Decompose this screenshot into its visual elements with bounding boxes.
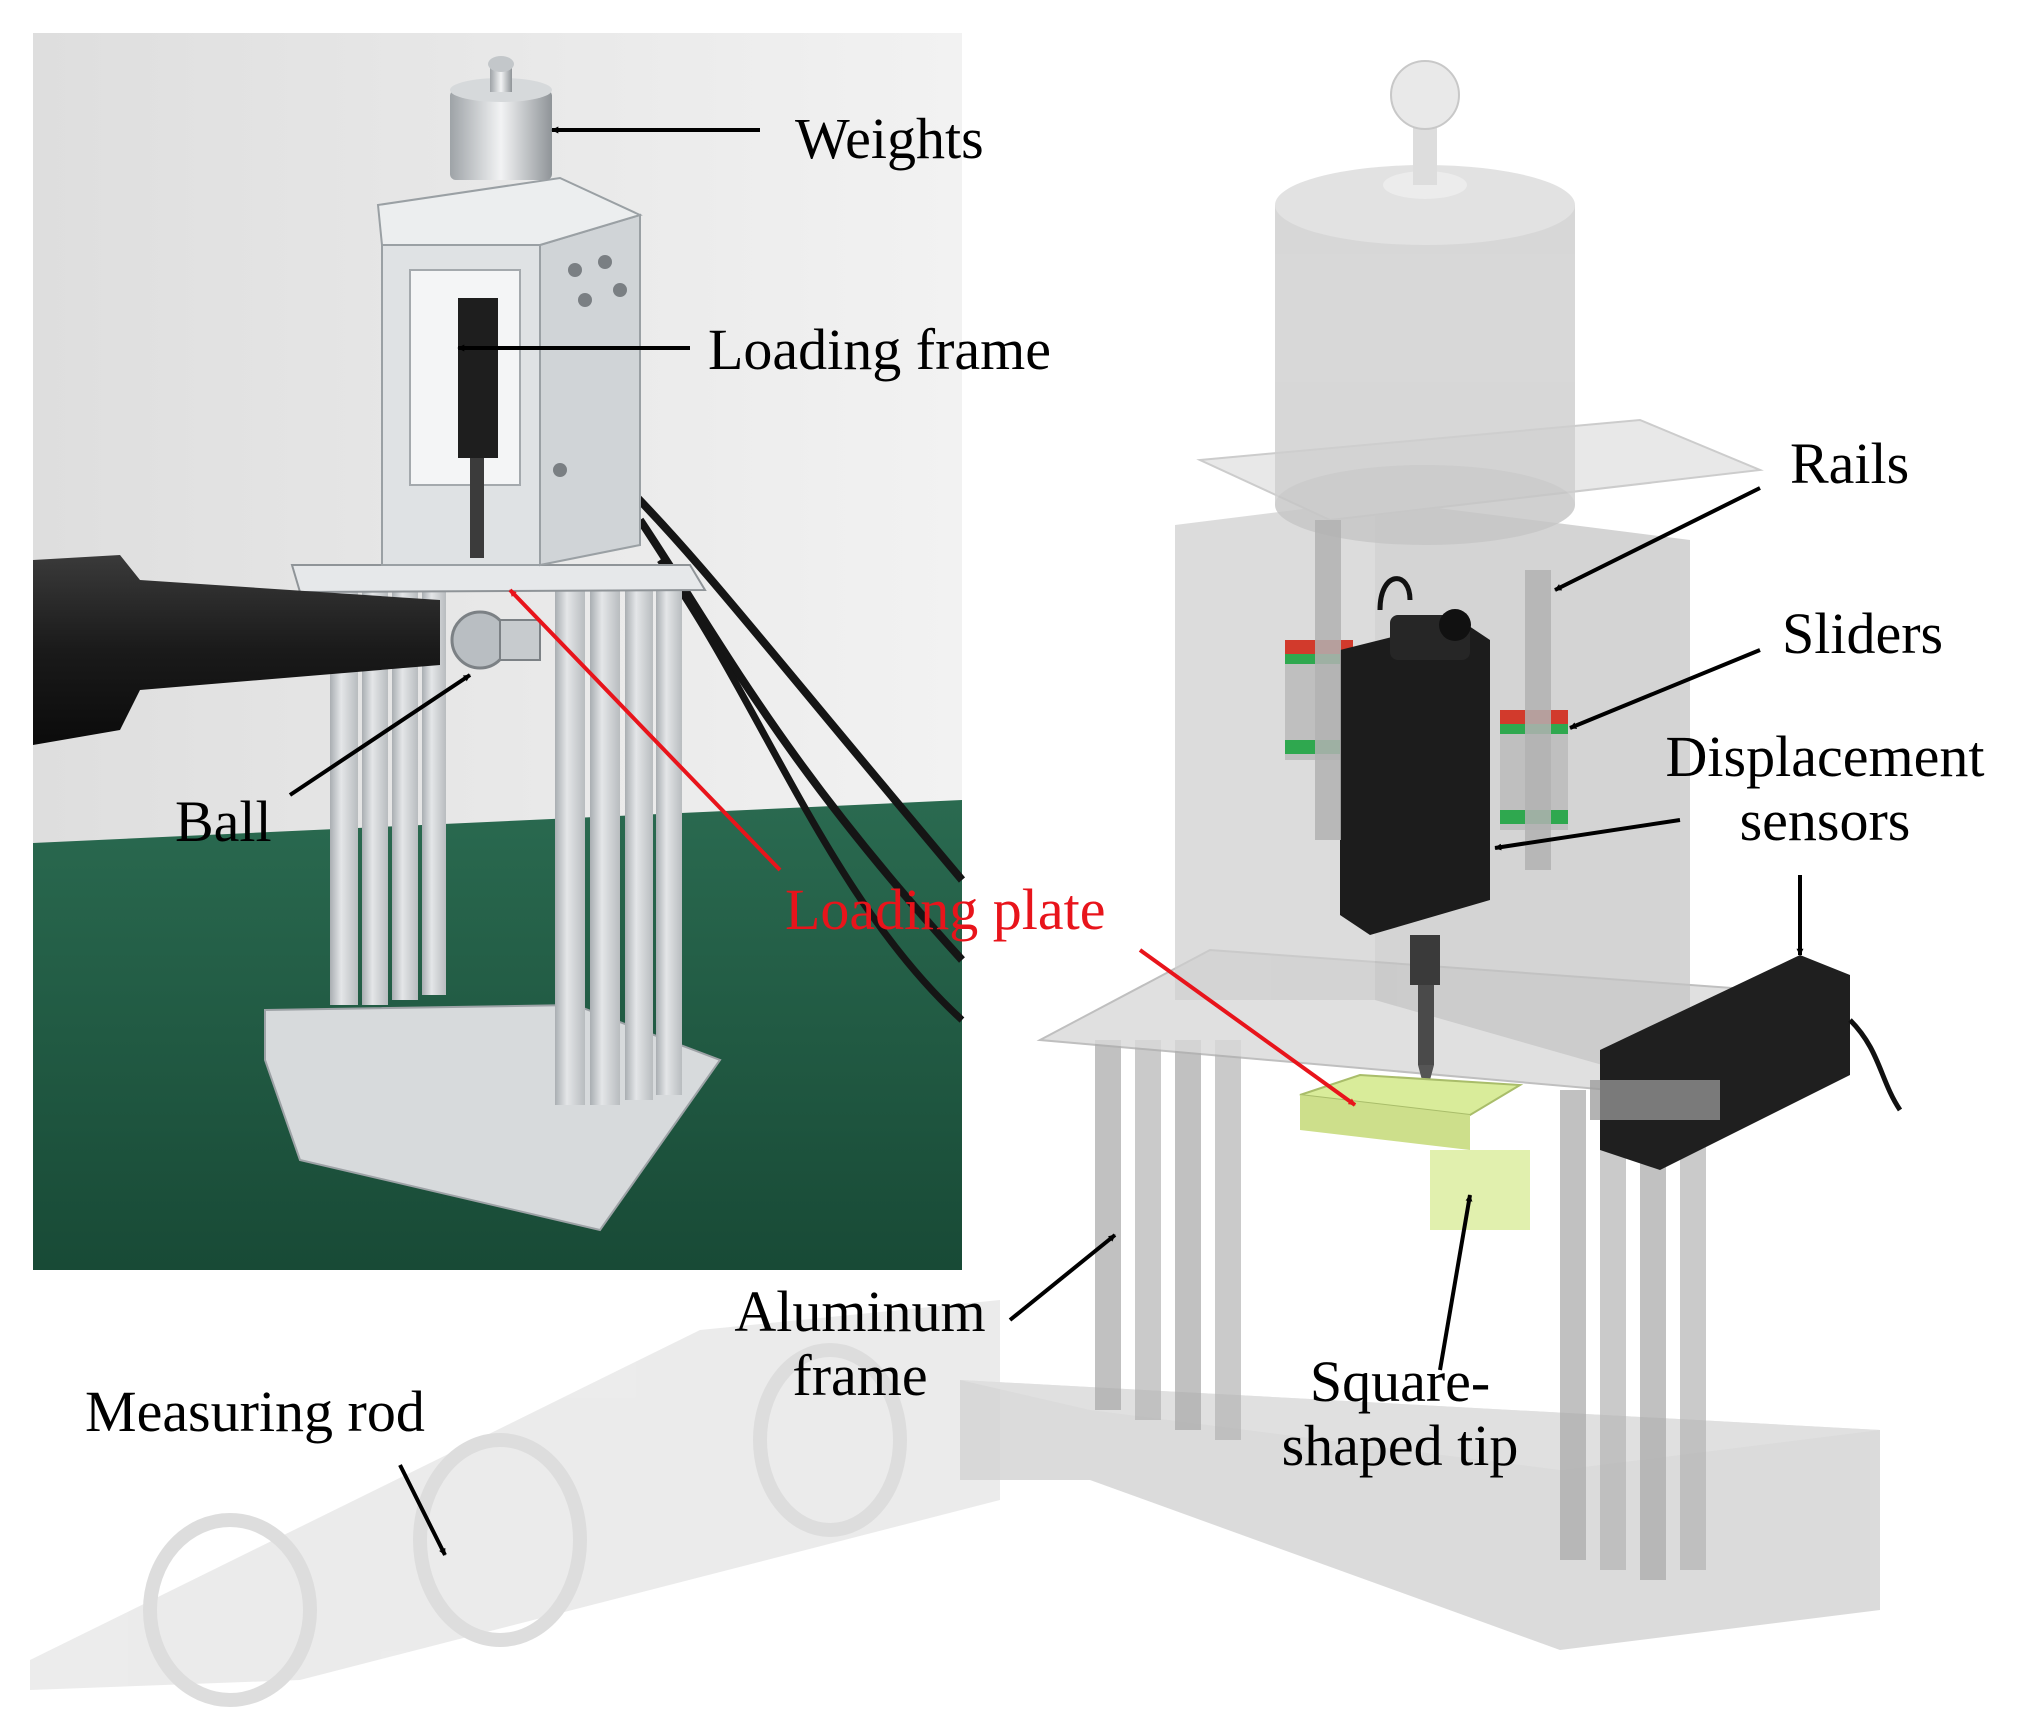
- label-rails: Rails: [1790, 431, 1910, 496]
- arrow-sliders: [1569, 648, 1761, 730]
- annotation-arrows: [288, 126, 1804, 1556]
- photo-displacement-sensor: [458, 298, 498, 458]
- label-square-shaped-tip-line1: Square-: [1309, 1349, 1491, 1414]
- label-displacement-sensors: Displacement sensors: [1640, 725, 2010, 853]
- photo-panel: [33, 33, 966, 1270]
- label-aluminum-frame-line1: Aluminum: [734, 1279, 986, 1344]
- label-ball: Ball: [175, 789, 272, 854]
- cad-displacement-sensor: [1340, 576, 1490, 1095]
- cad-square-shaped-tip: [1299, 1073, 1530, 1230]
- arrow-loading-plate-cad: [1138, 948, 1357, 1107]
- label-loading-frame: Loading frame: [708, 317, 1052, 382]
- cad-panel: [30, 60, 1903, 1707]
- arrow-square-shaped-tip: [1438, 1194, 1473, 1371]
- photo-ball: [450, 610, 541, 670]
- photo-loading-frame: [376, 176, 643, 567]
- photo-weights: [450, 56, 552, 180]
- label-square-shaped-tip: Square- shaped tip: [1240, 1350, 1560, 1478]
- photo-cable: [617, 477, 966, 883]
- photo-loading-plate: [290, 564, 707, 594]
- cad-weights: [1275, 60, 1575, 545]
- label-sliders: Sliders: [1782, 601, 1944, 666]
- label-measuring-rod: Measuring rod: [85, 1379, 425, 1444]
- arrow-loading-plate-photo: [508, 588, 782, 872]
- label-loading-plate: Loading plate: [785, 877, 1106, 942]
- label-displacement-sensors-line1: Displacement: [1665, 724, 1985, 789]
- arrow-measuring-rod: [398, 1464, 447, 1556]
- arrow-aluminum-frame: [1008, 1233, 1117, 1322]
- cad-aluminum-columns: [1095, 1040, 1706, 1580]
- cad-measuring-rod: [30, 1300, 1000, 1707]
- arrow-displacement-sensor-center: [1494, 818, 1681, 851]
- label-weights: Weights: [795, 106, 984, 171]
- label-displacement-sensors-line2: sensors: [1739, 788, 1911, 853]
- arrow-ball: [288, 673, 472, 797]
- label-aluminum-frame-line2: frame: [792, 1343, 928, 1408]
- cad-rails: [1315, 520, 1551, 870]
- photo-cable: [657, 557, 965, 1023]
- label-square-shaped-tip-line2: shaped tip: [1281, 1413, 1519, 1478]
- cad-side-sensor: [1590, 955, 1903, 1170]
- photo-measuring-rod: [33, 555, 440, 745]
- label-aluminum-frame: Aluminum frame: [700, 1280, 1020, 1408]
- arrow-rails: [1554, 486, 1761, 592]
